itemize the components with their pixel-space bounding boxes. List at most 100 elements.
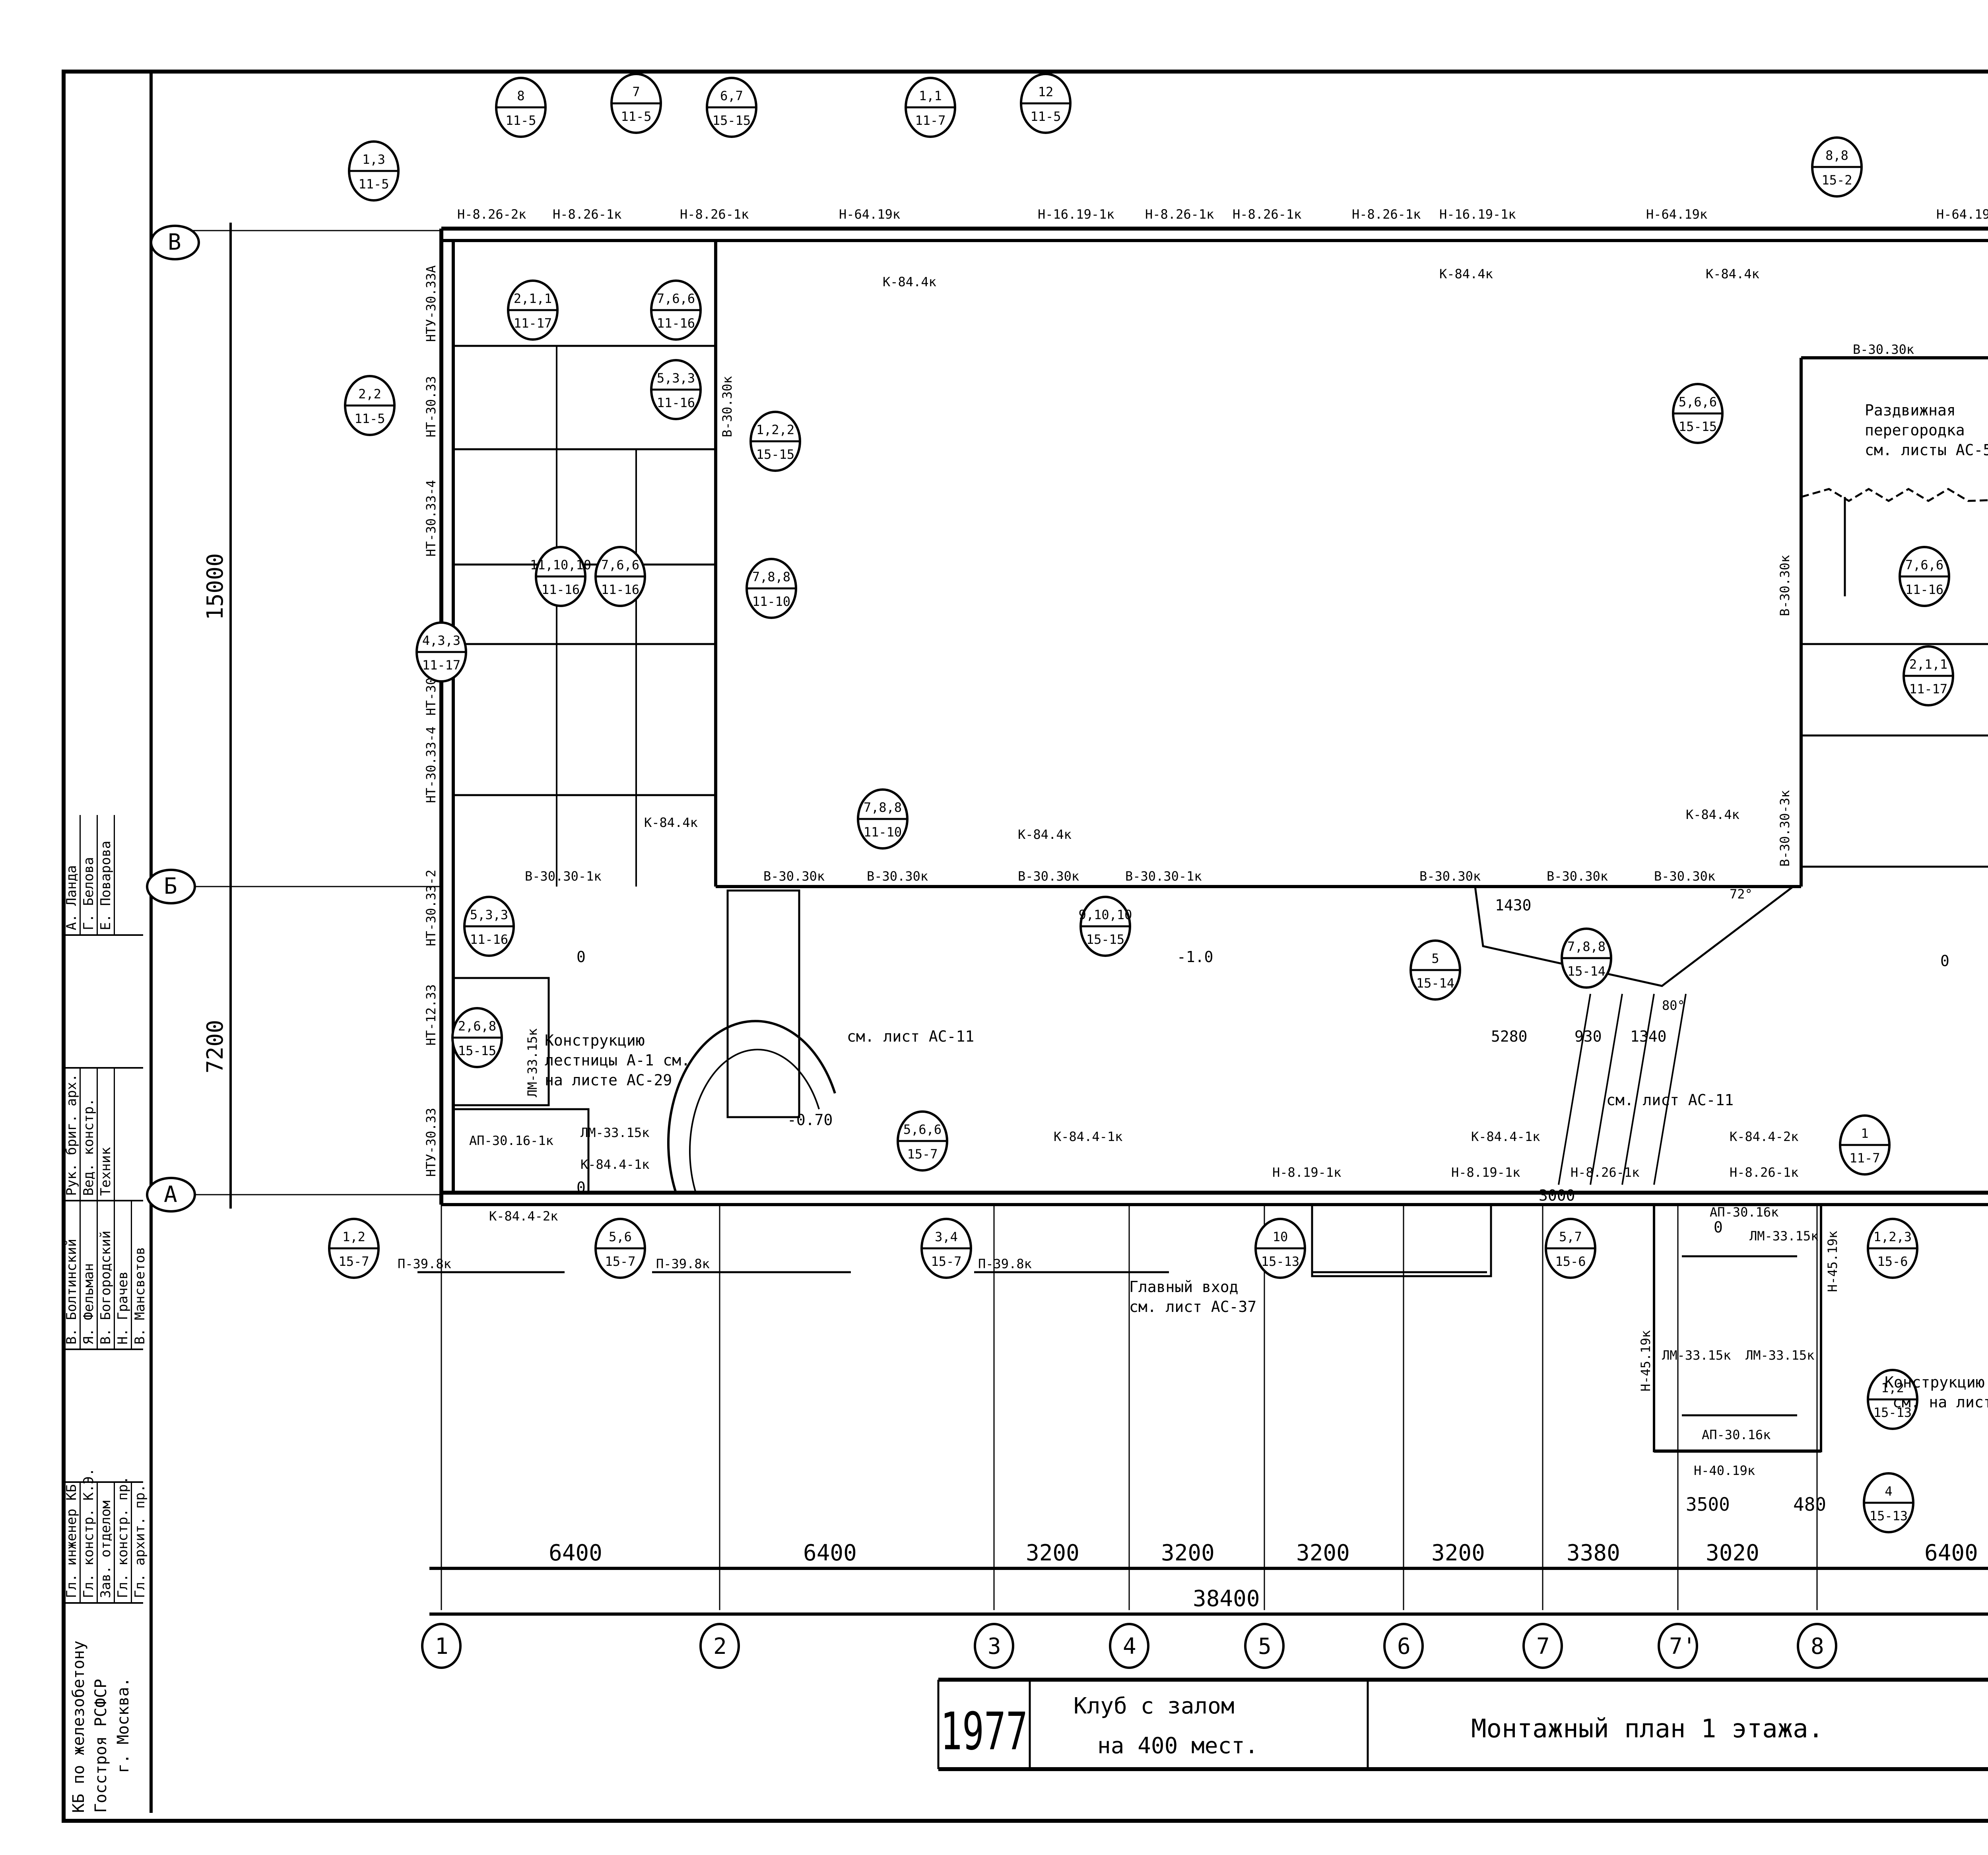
panel-label: В-30.30к bbox=[1018, 869, 1079, 884]
beam-label: К-84.4к bbox=[1018, 827, 1072, 842]
panel-label: НТ-30.33 bbox=[423, 376, 439, 437]
axis-label-3: 3 bbox=[988, 1634, 1001, 1659]
main-entrance-line1: Главный вход bbox=[1129, 1278, 1239, 1296]
callout-detail-number: 2,1,1 bbox=[514, 291, 552, 306]
panel-label: В-30.30-1к bbox=[525, 869, 602, 884]
see-sheet-as11-right: см. лист АС-11 bbox=[1606, 1091, 1734, 1109]
stamp-role: Гл. констр. К.Э. bbox=[81, 1468, 97, 1598]
callout-sheet-ref: 15-2 bbox=[1821, 173, 1852, 188]
auditorium-dim: 1430 bbox=[1495, 896, 1532, 914]
panel-label: В-30.30к bbox=[720, 376, 735, 437]
callout-sheet-ref: 15-15 bbox=[1086, 932, 1124, 947]
checkers-column: А. Ланда Г. Белова Е. Поварова bbox=[64, 815, 143, 934]
stamp-role: Техник bbox=[98, 1147, 114, 1196]
panel-label: К-84.4-2к bbox=[489, 1209, 558, 1224]
checker-name: Г. Белова bbox=[81, 857, 97, 930]
callout-sheet-ref: 15-13 bbox=[1870, 1508, 1908, 1523]
beam-label: К-84.4к bbox=[1706, 266, 1759, 281]
callout-sheet-ref: 15-13 bbox=[1873, 1405, 1912, 1420]
panel-label: В-30.30к bbox=[867, 869, 928, 884]
callout-bubble: 8,815-2 bbox=[1811, 136, 1863, 198]
title-year: 1977 bbox=[940, 1701, 1028, 1762]
callout-bubble: 5,615-7 bbox=[594, 1218, 646, 1279]
panel-label: Н-8.26-1к bbox=[1352, 207, 1421, 222]
callout-sheet-ref: 11-5 bbox=[1030, 109, 1061, 124]
span-1-2: 6400 bbox=[549, 1540, 602, 1566]
callout-detail-number: 1 bbox=[1861, 1126, 1868, 1141]
panel-label: НТ-12.33 bbox=[423, 984, 439, 1046]
callout-bubble: 7,6,611-16 bbox=[650, 279, 702, 341]
stair-right-line1: Конструкцию лестницы bbox=[1885, 1374, 1988, 1391]
callout-bubble: 415-13 bbox=[1863, 1472, 1914, 1533]
auditorium-dim: 5280 bbox=[1491, 1028, 1528, 1045]
stamp-role: Рук. бриг. арх. bbox=[64, 1073, 80, 1196]
callout-bubble: 1,2,215-15 bbox=[749, 411, 801, 472]
panel-label: В-30.30к bbox=[1777, 555, 1792, 616]
callout-sheet-ref: 15-6 bbox=[1877, 1254, 1908, 1269]
axis-label-2: 2 bbox=[713, 1634, 727, 1659]
callout-detail-number: 7 bbox=[632, 84, 640, 99]
callout-sheet-ref: 15-13 bbox=[1261, 1254, 1299, 1269]
callout-bubble: 1,215-7 bbox=[328, 1218, 380, 1279]
callout-detail-number: 2,1,1 bbox=[1909, 657, 1947, 672]
angle-label: 80° bbox=[1662, 998, 1685, 1013]
callout-detail-number: 7,6,6 bbox=[1905, 557, 1943, 572]
stair-unit-label: АП-30.16-1к bbox=[469, 1133, 553, 1148]
panel-label: Н-8.26-1к bbox=[1145, 207, 1214, 222]
callout-bubble: 5,715-6 bbox=[1545, 1218, 1596, 1279]
callout-detail-number: 10 bbox=[1273, 1229, 1288, 1244]
callout-detail-number: 3,4 bbox=[935, 1229, 958, 1244]
beam-label: К-84.4к bbox=[883, 274, 936, 289]
panel-label: К-84.4-1к bbox=[1054, 1129, 1122, 1144]
panel-label: НТУ-30.33А bbox=[423, 265, 439, 342]
organization-block: КБ по железобетону Госстроя РСФСР г. Мос… bbox=[64, 1602, 143, 1817]
callout-sheet-ref: 11-7 bbox=[1849, 1151, 1880, 1166]
stamp-name: В. Болтинский bbox=[64, 1238, 80, 1345]
panel-label: Н-8.26-1к bbox=[1571, 1165, 1639, 1180]
callout-bubble: 1,215-13 bbox=[1867, 1369, 1918, 1430]
sliding-partition-line1: Раздвижная bbox=[1865, 402, 1956, 419]
beam-labels: К-84.4к К-84.4к К-84.4к К-84.4к К-84.4к … bbox=[644, 266, 1759, 842]
panel-label: В-30.30к bbox=[1419, 869, 1481, 884]
callout-sheet-ref: 15-15 bbox=[458, 1043, 496, 1058]
callout-sheet-ref: 11-5 bbox=[505, 113, 536, 128]
axis-label-7: 7 bbox=[1536, 1634, 1550, 1659]
panel-label: К-84.4-1к bbox=[1471, 1129, 1540, 1144]
panel-label: В-30.30-3к bbox=[1777, 790, 1792, 867]
stair-unit-label: К-84.4-1к bbox=[580, 1157, 649, 1172]
callout-bubble: 811-5 bbox=[495, 77, 547, 138]
callout-detail-number: 1,2 bbox=[342, 1229, 365, 1244]
callout-sheet-ref: 11-16 bbox=[542, 582, 580, 597]
callout-bubble: 10 15-13 bbox=[1254, 1218, 1306, 1279]
callout-sheet-ref: 15-14 bbox=[1567, 964, 1606, 979]
panel-label: Н-8.19-1к bbox=[1451, 1165, 1520, 1180]
stamp-role: Вед. констр. bbox=[81, 1098, 97, 1196]
span-7-7a: 3380 bbox=[1567, 1540, 1620, 1566]
callout-sheet-ref: 15-7 bbox=[931, 1254, 961, 1269]
panel-label: П-39.8к bbox=[656, 1256, 710, 1271]
approval-stamp: КБ по железобетону Госстроя РСФСР г. Мос… bbox=[64, 672, 148, 1817]
stamp-role: Зав. отделом bbox=[98, 1500, 114, 1598]
stair-a1-line2: лестницы А-1 см. bbox=[545, 1052, 690, 1069]
panel-label: В-30.30-1к bbox=[1125, 869, 1202, 884]
signatures-column-a bbox=[64, 1349, 143, 1481]
stamp-role: Гл. констр. пр. bbox=[115, 1476, 131, 1598]
callout-detail-number: 7,6,6 bbox=[657, 291, 695, 306]
level-mark: 0 bbox=[577, 1179, 586, 1196]
callout-detail-number: 5 bbox=[1431, 951, 1439, 966]
axis-label-8: 8 bbox=[1811, 1634, 1824, 1659]
callout-bubble: 5,6,615-7 bbox=[897, 1110, 948, 1172]
panel-label: Н-8.26-1к bbox=[553, 207, 621, 222]
callout-bubble: 1 11-7 bbox=[1839, 1114, 1891, 1176]
callout-bubble: 5,3,311-16 bbox=[650, 359, 702, 420]
panel-label: НТУ-30.33 bbox=[423, 1108, 439, 1177]
callout-sheet-ref: 11-10 bbox=[864, 825, 902, 840]
panel-label: Н-8.26-1к bbox=[680, 207, 749, 222]
approval-stamp-rotated: КБ по железобетону Госстроя РСФСР г. Мос… bbox=[64, 672, 148, 1817]
organization-line3: г. Москва. bbox=[114, 1677, 132, 1773]
stair-unit-label: ЛМ-33.15к bbox=[1745, 1348, 1814, 1363]
roles-column-b: Рук. бриг. арх. Вед. констр. Техник bbox=[64, 1067, 143, 1200]
stamp-role: Гл. архит. пр. bbox=[132, 1484, 148, 1598]
